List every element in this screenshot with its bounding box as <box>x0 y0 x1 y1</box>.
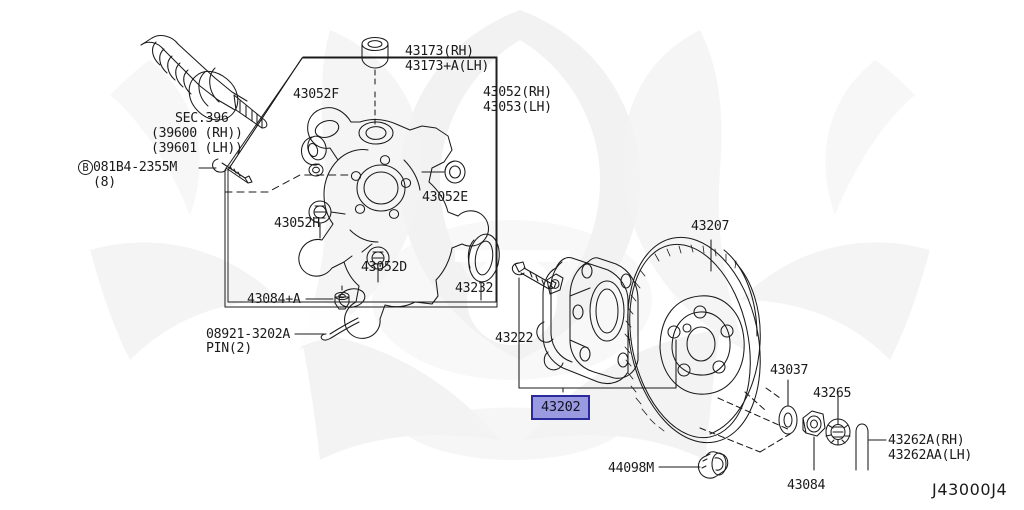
label-43173-lh: 43173+A(LH) <box>405 59 490 74</box>
bolt-081b4-graphic <box>212 158 253 184</box>
label-pin-qty: PIN(2) <box>206 341 252 356</box>
label-43265: 43265 <box>813 386 852 401</box>
label-43084a: 43084+A <box>247 292 301 307</box>
label-43202-highlighted[interactable]: 43202 <box>531 395 591 420</box>
label-43037: 43037 <box>770 363 809 378</box>
label-43262aa-lh: 43262AA(LH) <box>888 448 973 463</box>
cotter-pin-43262a-graphic <box>855 423 869 471</box>
label-43207: 43207 <box>691 219 730 234</box>
nut-43084-graphic <box>802 410 826 437</box>
label-sec396: SEC.396 <box>175 111 229 126</box>
label-43173-rh: 43173(RH) <box>405 44 474 59</box>
label-43084: 43084 <box>787 478 826 493</box>
label-bolt-qty: (8) <box>93 175 116 190</box>
label-43052f: 43052F <box>293 87 339 102</box>
label-driveshaft-rh: (39600 (RH)) <box>151 126 243 141</box>
label-43222: 43222 <box>495 331 534 346</box>
label-44098m: 44098M <box>608 461 654 476</box>
bolt-prefix-badge: B <box>78 160 93 175</box>
label-43232: 43232 <box>455 281 494 296</box>
label-43052d: 43052D <box>361 260 407 275</box>
label-43262a-rh: 43262A(RH) <box>888 433 965 448</box>
diagram-id-code: J43000J4 <box>932 480 1008 499</box>
label-43052e: 43052E <box>422 190 468 205</box>
label-43052h: 43052H <box>274 216 320 231</box>
label-43052-rh: 43052(RH) <box>483 85 552 100</box>
label-driveshaft-lh: (39601 (LH)) <box>151 141 243 156</box>
label-bolt-081b4: 081B4-2355M <box>93 160 178 175</box>
label-43053-lh: 43053(LH) <box>483 100 552 115</box>
